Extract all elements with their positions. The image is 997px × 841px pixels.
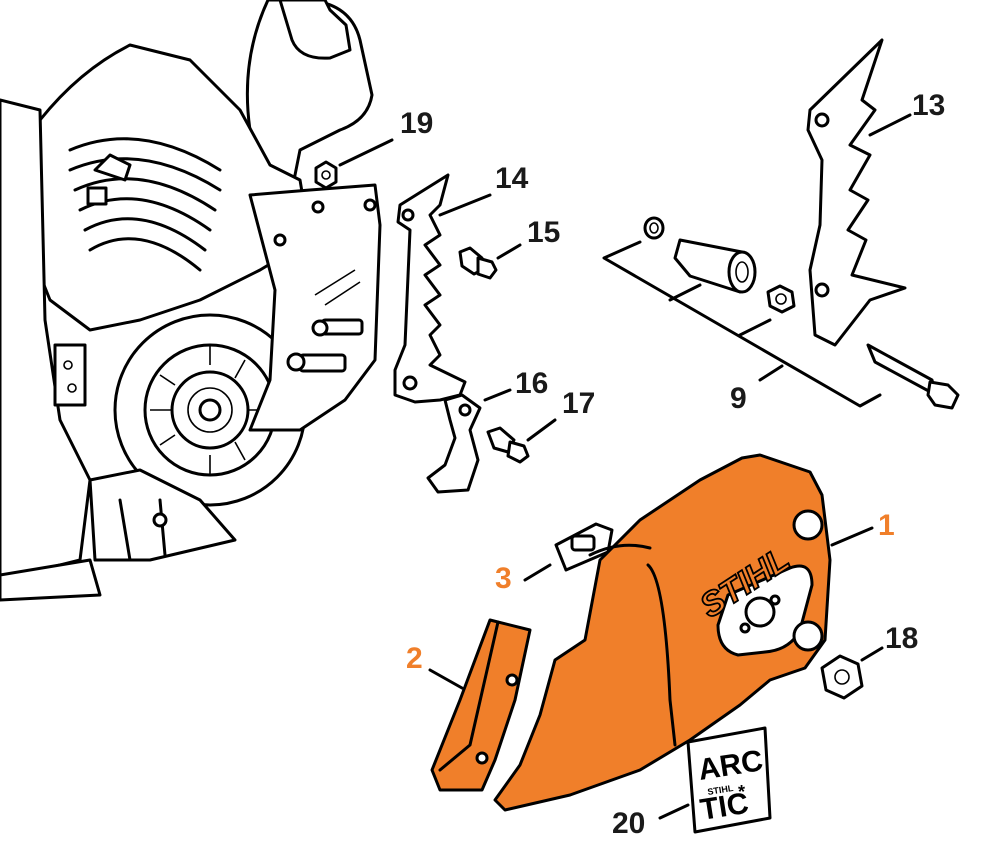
part-19-nut [314,138,394,190]
part-14-spiked-bumper [393,173,492,404]
label-18: 18 [885,622,918,655]
part-16-bracket [426,388,512,494]
label-2: 2 [406,642,423,675]
part-15-screw [458,243,522,280]
part-3-insert [523,522,614,582]
label-9: 9 [730,382,747,415]
label-1: 1 [878,509,895,542]
snowflake-icon: * [738,782,745,802]
label-16: 16 [515,367,548,400]
part-20-decal: ARC TIC STIHL * [658,726,772,834]
part-1-sprocket-cover: STIHL [493,453,874,812]
part-13-spiked-bumper [806,38,912,347]
chainsaw-body [0,0,382,602]
label-15: 15 [527,216,560,249]
part-2-side-guard [428,618,532,792]
callout-labels: 1 2 3 9 13 14 15 16 17 18 19 20 [400,89,945,840]
part-17-screw [486,418,557,464]
label-14: 14 [495,162,529,195]
decal-line-2: TIC [698,787,751,827]
decal-small-logo: STIHL [707,783,735,797]
label-19: 19 [400,107,433,140]
label-3: 3 [495,562,512,595]
label-13: 13 [912,89,945,122]
label-17: 17 [562,387,595,420]
part-18-nut [820,646,884,700]
label-20: 20 [612,807,645,840]
part-9-set [602,216,960,410]
